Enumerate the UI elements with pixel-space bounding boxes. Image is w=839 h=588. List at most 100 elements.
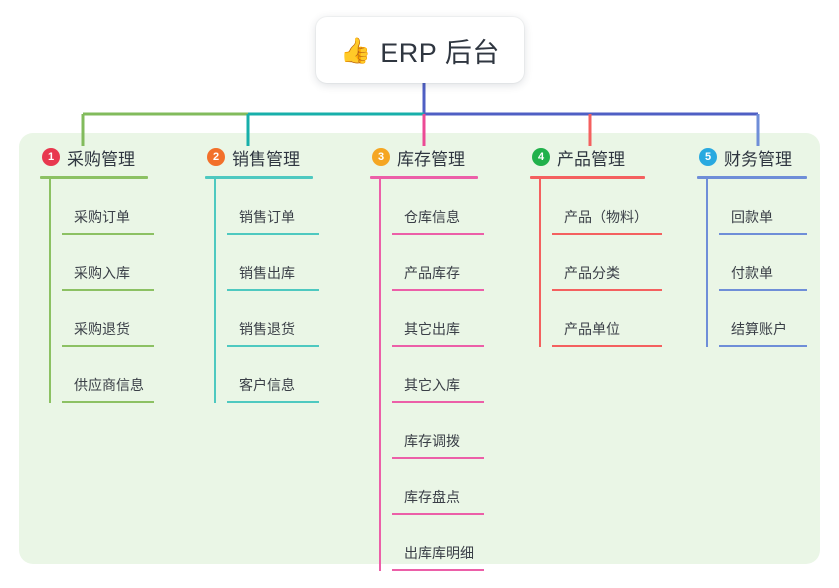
- list-item[interactable]: 其它入库: [392, 347, 484, 403]
- list-item[interactable]: 销售订单: [227, 179, 319, 235]
- list-item-label: 产品单位: [564, 321, 620, 337]
- list-item-label: 结算账户: [731, 321, 787, 337]
- column-items: 销售订单销售出库销售退货客户信息: [205, 179, 319, 403]
- list-item[interactable]: 采购入库: [62, 235, 154, 291]
- column-underline: [40, 176, 148, 179]
- column-header-4[interactable]: 4 产品管理: [530, 143, 645, 171]
- column-items: 仓库信息产品库存其它出库其它入库库存调拨库存盘点出库库明细: [370, 179, 484, 571]
- list-item[interactable]: 供应商信息: [62, 347, 154, 403]
- root-node[interactable]: 👍 ERP 后台: [316, 17, 524, 83]
- list-item-underline: [552, 233, 662, 235]
- list-item-label: 其它出库: [404, 321, 460, 337]
- list-item-underline: [719, 233, 807, 235]
- list-item[interactable]: 客户信息: [227, 347, 319, 403]
- list-item-underline: [62, 289, 154, 291]
- column-title: 销售管理: [232, 149, 300, 169]
- thumbs-up-icon: 👍: [340, 36, 372, 65]
- list-item[interactable]: 产品单位: [552, 291, 662, 347]
- list-item-label: 回款单: [731, 209, 773, 225]
- list-item[interactable]: 采购订单: [62, 179, 154, 235]
- column-2: 2 销售管理销售订单销售出库销售退货客户信息: [205, 143, 319, 403]
- list-item-underline: [227, 289, 319, 291]
- list-item-label: 采购订单: [74, 209, 130, 225]
- list-item-label: 产品分类: [564, 265, 620, 281]
- list-item[interactable]: 出库库明细: [392, 515, 484, 571]
- list-item[interactable]: 回款单: [719, 179, 807, 235]
- list-item-label: 销售订单: [239, 209, 295, 225]
- list-item-label: 客户信息: [239, 377, 295, 393]
- column-number-badge: 4: [532, 148, 550, 166]
- column-1: 1 采购管理采购订单采购入库采购退货供应商信息: [40, 143, 154, 403]
- column-4: 4 产品管理产品（物料） 产品分类产品单位: [530, 143, 662, 347]
- column-items: 产品（物料） 产品分类产品单位: [530, 179, 662, 347]
- column-spine: [539, 179, 541, 347]
- list-item-underline: [227, 233, 319, 235]
- list-item-underline: [719, 289, 807, 291]
- list-item-label: 库存盘点: [404, 489, 460, 505]
- list-item-label: 其它入库: [404, 377, 460, 393]
- column-title: 采购管理: [67, 149, 135, 169]
- list-item-label: 产品（物料）: [564, 209, 648, 225]
- list-item[interactable]: 采购退货: [62, 291, 154, 347]
- list-item-label: 供应商信息: [74, 377, 144, 393]
- list-item-underline: [227, 401, 319, 403]
- list-item[interactable]: 库存调拨: [392, 403, 484, 459]
- list-item-underline: [392, 513, 484, 515]
- list-item-underline: [392, 289, 484, 291]
- column-spine: [379, 179, 381, 571]
- column-number-badge: 3: [372, 148, 390, 166]
- column-header-1[interactable]: 1 采购管理: [40, 143, 148, 171]
- list-item-underline: [392, 345, 484, 347]
- column-3: 3 库存管理仓库信息产品库存其它出库其它入库库存调拨库存盘点出库库明细: [370, 143, 484, 571]
- list-item[interactable]: 产品（物料）: [552, 179, 662, 235]
- list-item-label: 库存调拨: [404, 433, 460, 449]
- list-item-label: 销售出库: [239, 265, 295, 281]
- list-item[interactable]: 销售出库: [227, 235, 319, 291]
- list-item[interactable]: 产品分类: [552, 235, 662, 291]
- list-item-underline: [552, 289, 662, 291]
- list-item[interactable]: 库存盘点: [392, 459, 484, 515]
- list-item-underline: [392, 457, 484, 459]
- list-item-underline: [227, 345, 319, 347]
- root-node-label: ERP 后台: [380, 37, 500, 68]
- column-underline: [205, 176, 313, 179]
- column-spine: [706, 179, 708, 347]
- column-number-badge: 2: [207, 148, 225, 166]
- content-panel: [19, 133, 820, 564]
- column-items: 回款单付款单结算账户: [697, 179, 807, 347]
- column-spine: [49, 179, 51, 403]
- list-item-label: 出库库明细: [404, 545, 474, 561]
- list-item-underline: [62, 233, 154, 235]
- list-item[interactable]: 产品库存: [392, 235, 484, 291]
- column-title: 库存管理: [397, 149, 465, 169]
- column-underline: [697, 176, 807, 179]
- list-item-underline: [392, 401, 484, 403]
- column-title: 财务管理: [724, 149, 792, 169]
- list-item-underline: [719, 345, 807, 347]
- column-underline: [370, 176, 478, 179]
- column-number-badge: 1: [42, 148, 60, 166]
- column-title: 产品管理: [557, 149, 625, 169]
- list-item[interactable]: 付款单: [719, 235, 807, 291]
- column-underline: [530, 176, 645, 179]
- column-header-3[interactable]: 3 库存管理: [370, 143, 478, 171]
- list-item[interactable]: 销售退货: [227, 291, 319, 347]
- list-item-label: 采购入库: [74, 265, 130, 281]
- list-item-label: 采购退货: [74, 321, 130, 337]
- list-item-underline: [62, 345, 154, 347]
- column-header-2[interactable]: 2 销售管理: [205, 143, 313, 171]
- list-item-underline: [552, 345, 662, 347]
- list-item-label: 产品库存: [404, 265, 460, 281]
- column-spine: [214, 179, 216, 403]
- list-item-label: 销售退货: [239, 321, 295, 337]
- list-item-label: 付款单: [731, 265, 773, 281]
- list-item-underline: [392, 233, 484, 235]
- list-item[interactable]: 仓库信息: [392, 179, 484, 235]
- list-item[interactable]: 其它出库: [392, 291, 484, 347]
- list-item[interactable]: 结算账户: [719, 291, 807, 347]
- list-item-underline: [392, 569, 484, 571]
- list-item-label: 仓库信息: [404, 209, 460, 225]
